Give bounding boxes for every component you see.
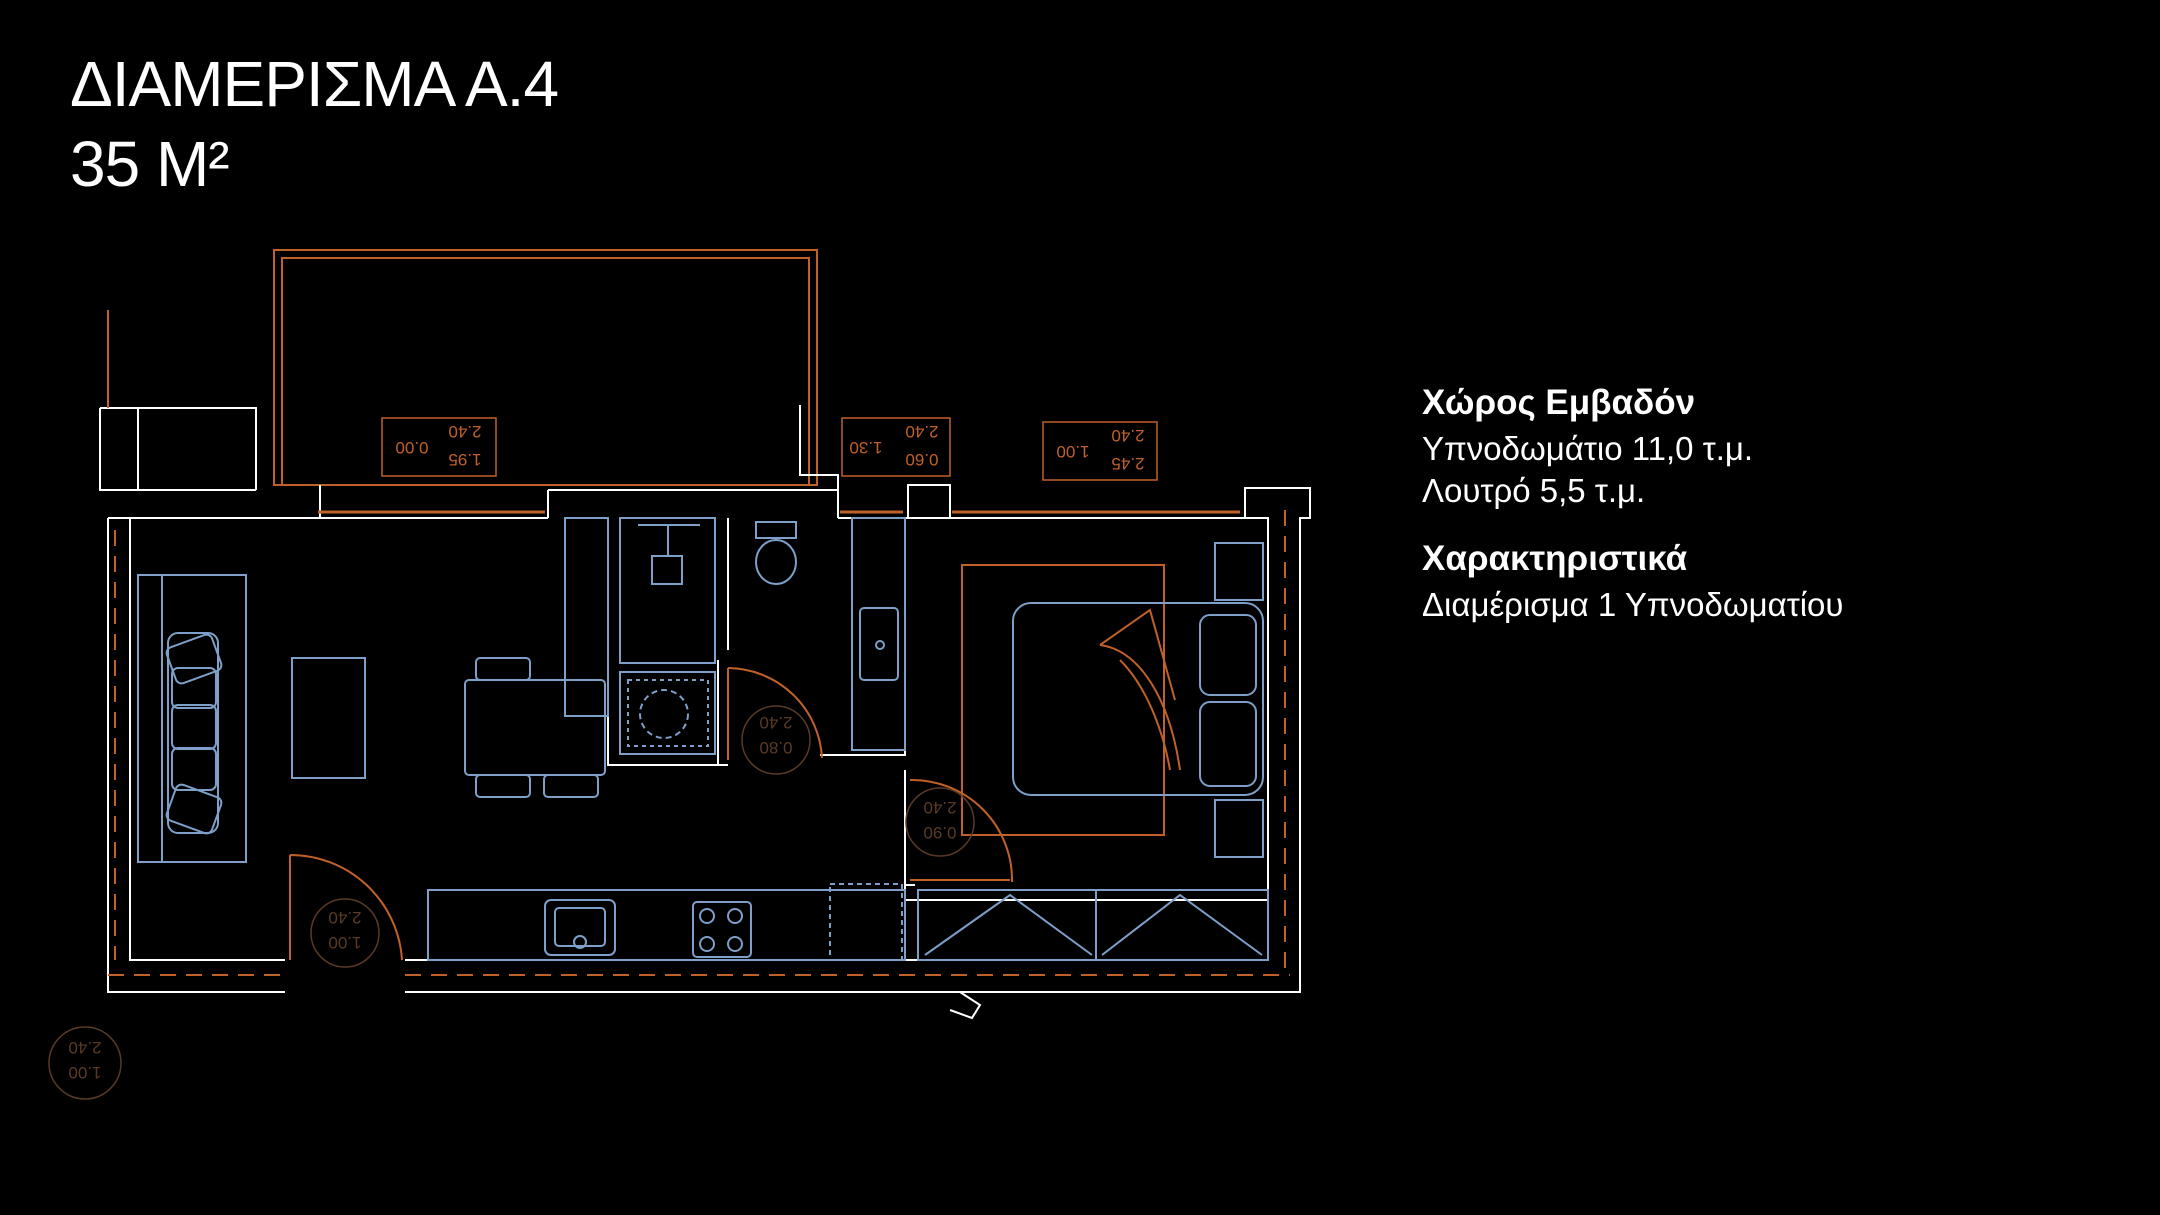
- win1-top: 2.40: [448, 422, 481, 441]
- win1-side: 0.00: [395, 438, 428, 457]
- door-labels: 2.40 0.80 2.40 0.90 2.40 1.00 2.40 1.00: [68, 713, 956, 1082]
- door-entry-bottom: 1.00: [328, 933, 361, 952]
- win1-bottom: 1.95: [448, 450, 481, 469]
- balcony: [273, 249, 818, 486]
- door-bed-bottom: 0.90: [923, 823, 956, 842]
- info-panel: Χώρος Εμβαδόν Υπνοδωμάτιο 11,0 τ.μ. Λουτ…: [1422, 378, 2122, 626]
- dashed-lines: [108, 510, 1290, 976]
- door-outer-top: 2.40: [68, 1038, 101, 1057]
- bathroom-fixtures: [619, 517, 906, 755]
- dimension-badges: [48, 705, 975, 1100]
- win3-side: 1.00: [1056, 442, 1089, 461]
- door-entry-top: 2.40: [328, 908, 361, 927]
- bedroom-area: Υπνοδωμάτιο 11,0 τ.μ.: [1422, 430, 1754, 467]
- kitchen: [427, 883, 1269, 961]
- features-heading: Χαρακτηριστικά: [1422, 539, 1688, 578]
- bedroom-furniture: [961, 542, 1264, 858]
- page-title: ΔΙΑΜΕΡΙΣΜΑ Α.4 35 Μ²: [70, 44, 559, 204]
- floor-plan: 2.40 1.95 0.00 2.40 0.60 1.30 2.40 2.45 …: [48, 249, 1311, 1100]
- bathroom-area: Λουτρό 5,5 τ.μ.: [1422, 472, 1646, 509]
- doors: [289, 667, 1014, 961]
- living-furniture: [137, 517, 609, 863]
- inner-walls: [427, 518, 1268, 960]
- door-outer-bottom: 1.00: [68, 1063, 101, 1082]
- win2-bottom: 0.60: [905, 450, 938, 469]
- apartment-name: ΔΙΑΜΕΡΙΣΜΑ Α.4: [70, 48, 559, 120]
- outer-walls: [107, 405, 1311, 1020]
- win3-bottom: 2.45: [1111, 454, 1144, 473]
- win2-top: 2.40: [905, 422, 938, 441]
- left-stub: [99, 310, 257, 491]
- door-bath-top: 2.40: [759, 713, 792, 732]
- apartment-type: Διαμέρισμα 1 Υπνοδωματίου: [1422, 586, 1844, 623]
- door-bath-bottom: 0.80: [759, 738, 792, 757]
- win3-top: 2.40: [1111, 426, 1144, 445]
- window-tags: [381, 417, 1158, 481]
- door-bed-top: 2.40: [923, 798, 956, 817]
- area-heading: Χώρος Εμβαδόν: [1422, 383, 1696, 422]
- dimension-labels: 2.40 1.95 0.00 2.40 0.60 1.30 2.40 2.45 …: [395, 422, 1144, 473]
- apartment-area: 35 Μ²: [70, 128, 230, 200]
- win2-side: 1.30: [849, 438, 882, 457]
